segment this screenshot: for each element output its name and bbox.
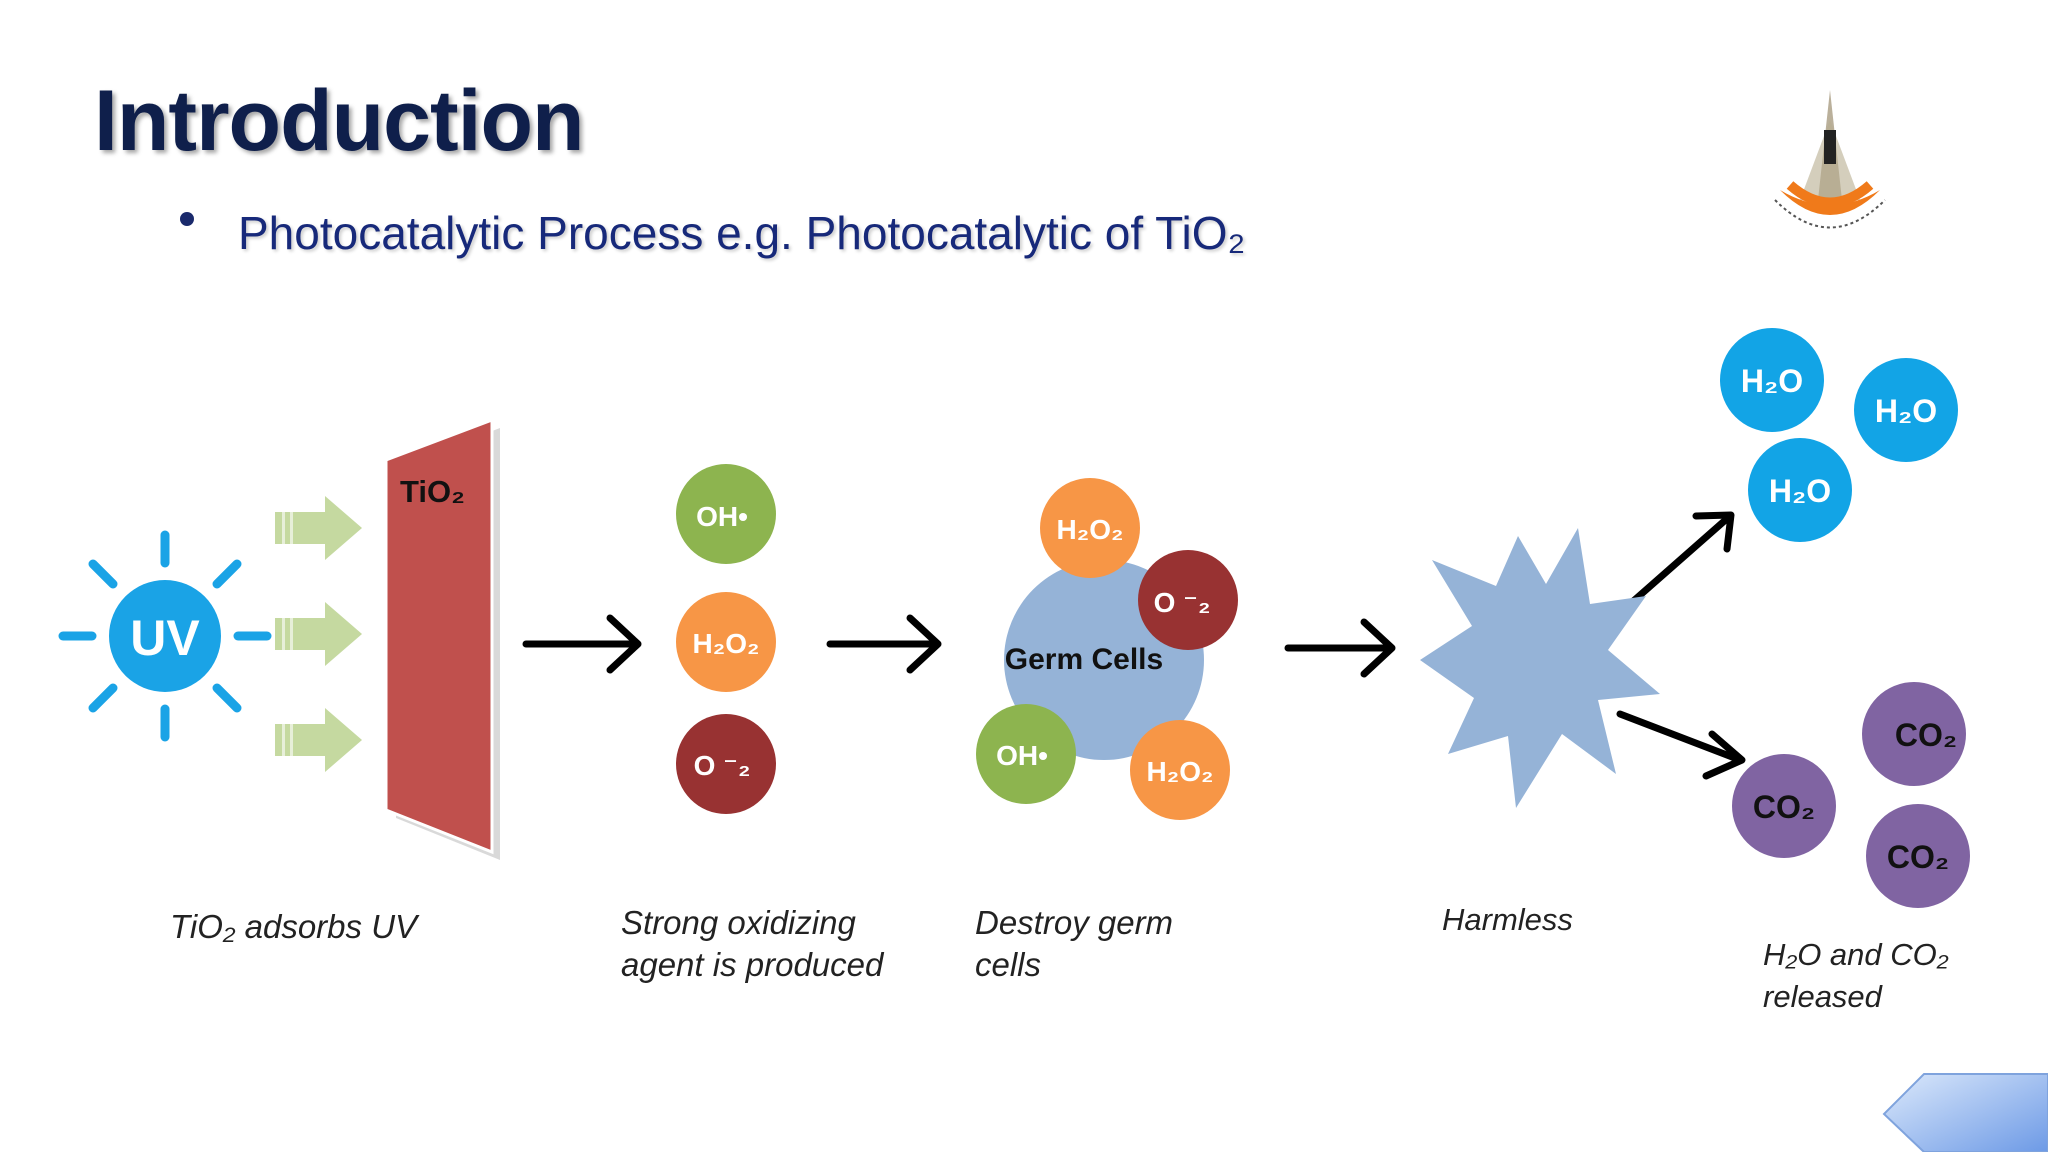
- co2-label-3: CO₂: [1887, 839, 1949, 875]
- process-arrow-3: [1284, 618, 1396, 678]
- caption-step3: Destroy germ cells: [975, 902, 1173, 986]
- harmless-starburst: [1420, 528, 1660, 808]
- university-seal-logo: [1774, 90, 1886, 229]
- light-arrow-middle: [275, 602, 362, 666]
- germ-h2o2-bottom-circle: [1130, 720, 1230, 820]
- caption-step2-line2: agent is produced: [621, 946, 884, 983]
- process-arrows: [522, 511, 1746, 780]
- light-arrow-bottom: [275, 708, 362, 772]
- co2-circle-3: [1866, 804, 1970, 908]
- h2o-label-1: H₂O: [1741, 363, 1803, 399]
- caption-step3-line1: Destroy germ: [975, 904, 1174, 941]
- light-arrows: [275, 496, 362, 772]
- germ-o2-circle: [1138, 550, 1238, 650]
- tio2-label: TiO₂: [400, 474, 465, 509]
- h2o2-circle: [676, 592, 776, 692]
- caption-step1-text: TiO₂ adsorbs UV: [170, 908, 418, 945]
- caption-step2-line1: Strong oxidizing: [621, 904, 856, 941]
- h2o-circle-1: [1720, 328, 1824, 432]
- h2o2-label: H₂O₂: [693, 628, 760, 659]
- oh-radical-label: OH•: [696, 501, 748, 532]
- caption-step5-line2: released: [1763, 979, 1882, 1014]
- caption-step4-text: Harmless: [1442, 902, 1573, 937]
- uv-label: UV: [130, 610, 200, 666]
- process-arrow-2: [826, 614, 942, 674]
- germ-cells-label: Germ Cells: [1005, 643, 1163, 676]
- process-arrow-up: [1626, 511, 1735, 608]
- caption-step3-line2: cells: [975, 946, 1042, 983]
- h2o-circle-3: [1748, 438, 1852, 542]
- tio2-panel: [384, 417, 500, 860]
- light-arrow-top: [275, 496, 362, 560]
- sun-icon: [58, 530, 272, 742]
- h2o-circle-2: [1854, 358, 1958, 462]
- co2-circle-1: [1862, 682, 1966, 786]
- germ-oh-circle: [976, 704, 1076, 804]
- page-title: Introduction: [94, 73, 585, 169]
- germ-oh-label: OH•: [996, 740, 1048, 771]
- superoxide-circle: [676, 714, 776, 814]
- h2o-label-3: H₂O: [1769, 473, 1831, 509]
- germ-o2-label: O ⁻₂: [1154, 587, 1211, 618]
- caption-step1: TiO₂ adsorbs UV: [170, 906, 417, 948]
- oh-radical-circle: [676, 464, 776, 564]
- bullet-dot: [180, 212, 194, 226]
- bullet-text: Photocatalytic Process e.g. Photocatalyt…: [238, 207, 1246, 259]
- caption-step4: Harmless: [1442, 899, 1573, 941]
- caption-step5: H₂O and CO₂ released: [1763, 934, 1949, 1018]
- h2o-label-2: H₂O: [1875, 393, 1937, 429]
- process-arrow-1: [522, 614, 642, 674]
- co2-label-2: CO₂: [1753, 789, 1815, 825]
- germ-h2o2-top-label: H₂O₂: [1057, 514, 1124, 545]
- co2-circle-2: [1732, 754, 1836, 858]
- process-arrow-down: [1616, 710, 1746, 780]
- superoxide-label: O ⁻₂: [694, 750, 751, 781]
- caption-step5-line1: H₂O and CO₂: [1763, 937, 1949, 972]
- germ-h2o2-top-circle: [1040, 478, 1140, 578]
- co2-label-1: CO₂: [1895, 717, 1957, 753]
- caption-step2: Strong oxidizing agent is produced: [621, 902, 883, 986]
- next-slide-arrow-icon[interactable]: [1880, 1070, 2048, 1152]
- germ-h2o2-bottom-label: H₂O₂: [1147, 756, 1214, 787]
